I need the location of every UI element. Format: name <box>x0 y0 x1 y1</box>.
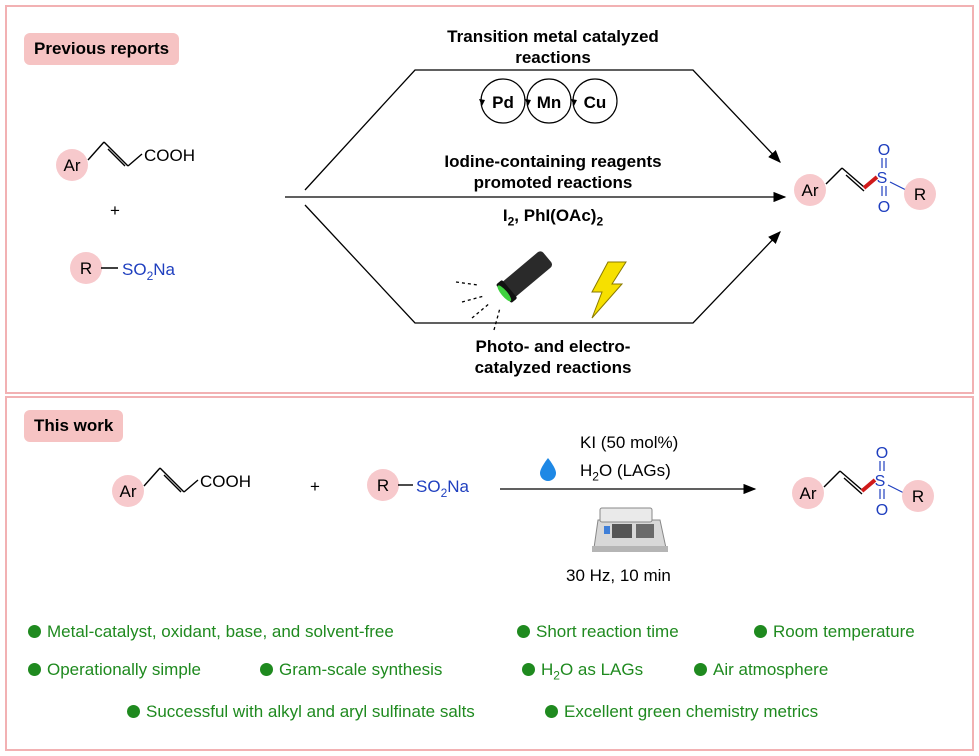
svg-text:COOH: COOH <box>200 472 251 491</box>
photo-title: Photo- and electro- catalyzed reactions <box>474 337 632 377</box>
iodine-reagents: I2, PhI(OAc)2 <box>502 206 604 229</box>
previous-reports-tag: Previous reports <box>24 33 180 65</box>
svg-text:SO2Na: SO2Na <box>416 477 470 500</box>
feature-air-atmosphere: Air atmosphere <box>694 660 828 680</box>
feature-alkyl-aryl-sulfinate: Successful with alkyl and aryl sulfinate… <box>127 702 475 722</box>
ball-mill-icon <box>592 507 668 552</box>
water-drop-icon <box>540 458 556 481</box>
svg-text:O: O <box>878 142 890 159</box>
vinyl-sulfone-top: Ar S O O R <box>794 142 936 216</box>
cinnamic-acid-bottom: Ar COOH <box>112 467 251 507</box>
svg-text:S: S <box>877 170 888 187</box>
ki-conditions: KI (50 mol%) <box>580 433 679 452</box>
feature-short-time: Short reaction time <box>517 622 679 642</box>
previous-reports-panel <box>5 5 974 394</box>
feature-operationally-simple: Operationally simple <box>28 660 201 680</box>
cooh-label: COOH <box>144 146 195 165</box>
svg-text:S: S <box>875 473 886 490</box>
mn-label: Mn <box>537 93 562 112</box>
milling-conditions: 30 Hz, 10 min <box>566 566 671 585</box>
lightning-icon <box>591 261 627 319</box>
cu-label: Cu <box>584 93 607 112</box>
svg-text:O: O <box>876 502 888 519</box>
plus-top: + <box>110 201 120 220</box>
feature-metal-free: Metal-catalyst, oxidant, base, and solve… <box>28 622 394 642</box>
cinnamic-acid-top: Ar COOH <box>56 141 195 181</box>
svg-text:Ar: Ar <box>800 484 817 503</box>
svg-text:O: O <box>878 199 890 216</box>
feature-gram-scale: Gram-scale synthesis <box>260 660 442 680</box>
svg-text:O: O <box>876 445 888 462</box>
pd-label: Pd <box>492 93 514 112</box>
svg-text:SO2Na: SO2Na <box>122 260 176 283</box>
ar-circle <box>56 149 88 181</box>
svg-text:R: R <box>912 487 924 506</box>
svg-text:R: R <box>377 476 389 495</box>
svg-text:R: R <box>914 185 926 204</box>
plus-bottom: + <box>310 477 320 496</box>
svg-text:Ar: Ar <box>802 181 819 200</box>
feature-green-metrics: Excellent green chemistry metrics <box>545 702 818 722</box>
svg-text:R: R <box>80 259 92 278</box>
ar-label: Ar <box>64 156 81 175</box>
photo-pathway-arrow <box>304 204 781 324</box>
iodine-title: Iodine-containing reagents promoted reac… <box>444 152 662 192</box>
h2o-conditions: H2O (LAGs) <box>580 461 671 484</box>
flashlight-icon <box>455 251 553 331</box>
sulfinate-bottom: R SO2Na <box>367 469 470 501</box>
feature-room-temperature: Room temperature <box>754 622 915 642</box>
metal-cycle: Pd Mn Cu <box>479 78 618 124</box>
vinyl-sulfone-bottom: Ar S O O R <box>792 445 934 519</box>
this-work-panel <box>5 396 974 751</box>
tm-title: Transition metal catalyzed reactions <box>447 27 659 67</box>
sulfinate-top: R SO2Na <box>70 252 176 284</box>
feature-h2o-lags: H2O as LAGs <box>522 660 643 682</box>
svg-text:Ar: Ar <box>120 482 137 501</box>
tm-pathway-arrow <box>304 69 781 191</box>
this-work-tag: This work <box>24 410 124 442</box>
